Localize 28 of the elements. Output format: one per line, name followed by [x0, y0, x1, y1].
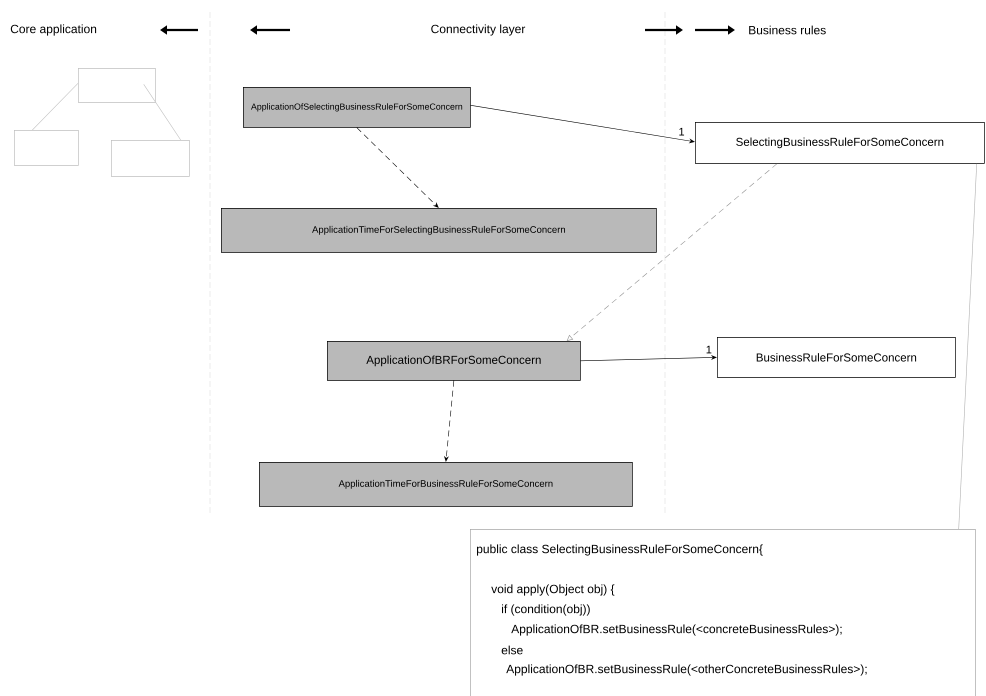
connector-line — [958, 163, 977, 530]
code-line: public class SelectingBusinessRuleForSomeConcern{ — [476, 544, 763, 556]
code-line: ApplicationOfBR.setBusinessRule(<concreteBusinessRules>); — [511, 624, 842, 636]
code-line: if (condition(obj)) — [502, 604, 590, 616]
connector-line — [32, 83, 78, 130]
association-arrow — [470, 105, 695, 144]
empty-box — [111, 140, 190, 177]
class-box: SelectingBusinessRuleForSomeConcern — [695, 122, 985, 164]
dependency-arrow — [566, 163, 778, 341]
layer-heading: Connectivity layer — [431, 24, 526, 36]
class-box: BusinessRuleForSomeConcern — [717, 337, 956, 378]
code-line: ApplicationOfBR.setBusinessRule(<otherConcreteBusinessRules>); — [506, 664, 867, 676]
multiplicity-label: 1 — [706, 346, 712, 354]
class-box: ApplicationTimeForSelectingBusinessRuleForSomeConcern — [221, 208, 657, 253]
layer-heading: Core application — [10, 24, 96, 36]
connector-line — [143, 84, 182, 140]
code-note — [470, 529, 976, 696]
multiplicity-label: 1 — [679, 128, 684, 136]
empty-box — [14, 130, 79, 166]
dependency-arrow — [356, 127, 439, 208]
association-arrow — [580, 354, 717, 362]
code-line: void apply(Object obj) { — [491, 584, 614, 596]
empty-box — [78, 68, 156, 103]
code-line: else — [502, 646, 523, 654]
class-box: ApplicationOfBRForSomeConcern — [327, 341, 581, 381]
class-box: ApplicationTimeForBusinessRuleForSomeConcern — [259, 462, 633, 507]
class-box: ApplicationOfSelectingBusinessRuleForSomeConcern — [243, 87, 471, 128]
layer-heading: Business rules — [749, 26, 826, 34]
